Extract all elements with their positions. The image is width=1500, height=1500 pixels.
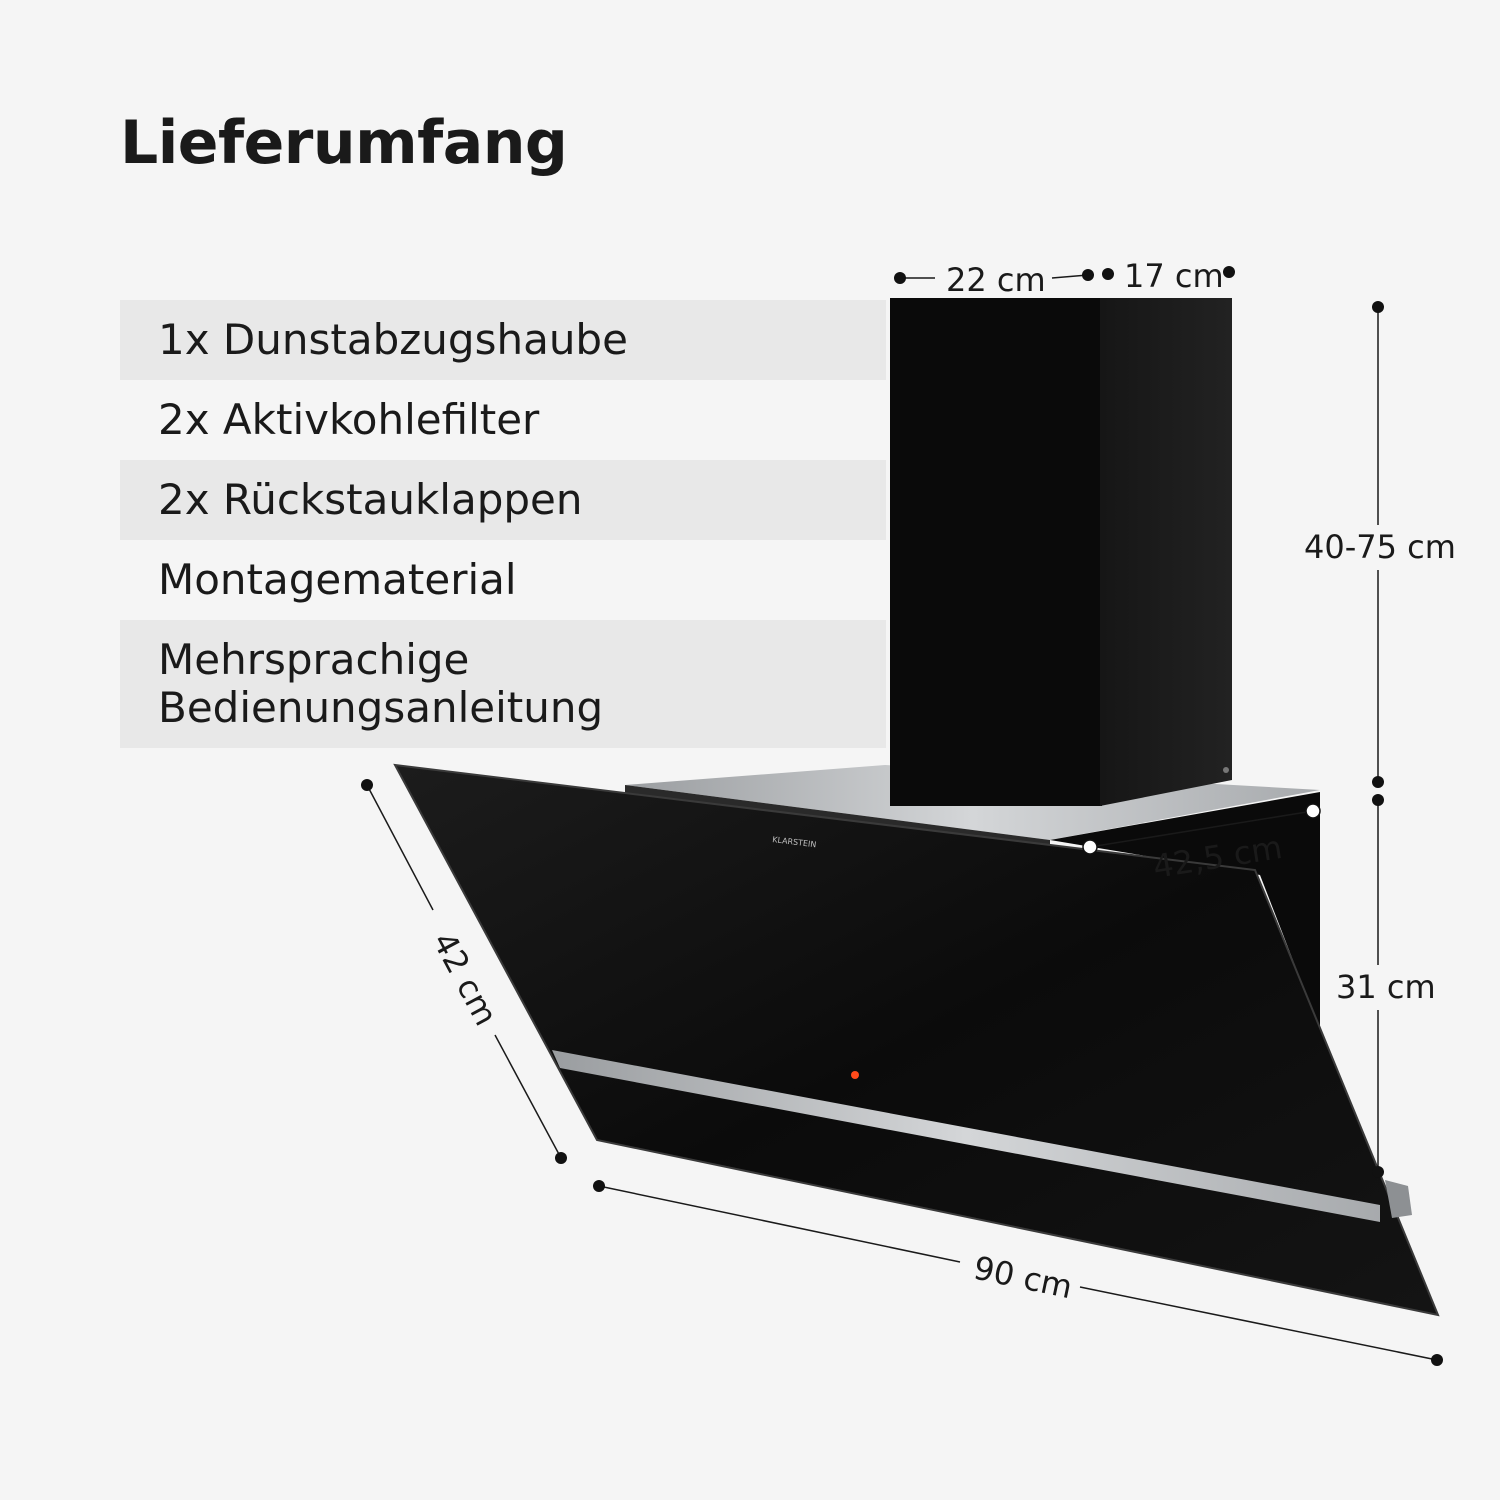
chimney-height-label: 40-75 cm (1304, 528, 1456, 566)
contents-list: 1x Dunstabzugshaube 2x Aktivkohlefilter … (120, 300, 886, 748)
list-item-label: Montagematerial (158, 555, 517, 604)
list-item: 2x Rückstauklappen (120, 460, 886, 540)
dimension-markers-light (1082, 803, 1321, 855)
hood-height-label: 31 cm (1336, 968, 1436, 1006)
indicator-light-icon (851, 1071, 859, 1079)
list-item: Montagematerial (120, 540, 886, 620)
list-item: 1x Dunstabzugshaube (120, 300, 886, 380)
list-item-label: 2x Rückstauklappen (158, 475, 583, 524)
list-item-label: 2x Aktivkohlefilter (158, 395, 540, 444)
chimney-width-label: 22 cm (946, 261, 1046, 299)
hood-width-label: 90 cm (970, 1249, 1075, 1307)
list-item-label: 1x Dunstabzugshaube (158, 315, 628, 364)
page-title: Lieferumfang (120, 108, 568, 178)
chimney (890, 298, 1232, 806)
chimney-depth-label: 17 cm (1124, 257, 1224, 295)
glass-front-panel: KLARSTEIN (393, 763, 1440, 1317)
list-item-label: Mehrsprachige Bedienungsanleitung (158, 635, 604, 732)
dimension-markers (361, 266, 1443, 1366)
list-item: Mehrsprachige Bedienungsanleitung (120, 620, 886, 748)
list-item: 2x Aktivkohlefilter (120, 380, 886, 460)
hood-side-panel (1050, 792, 1320, 1030)
